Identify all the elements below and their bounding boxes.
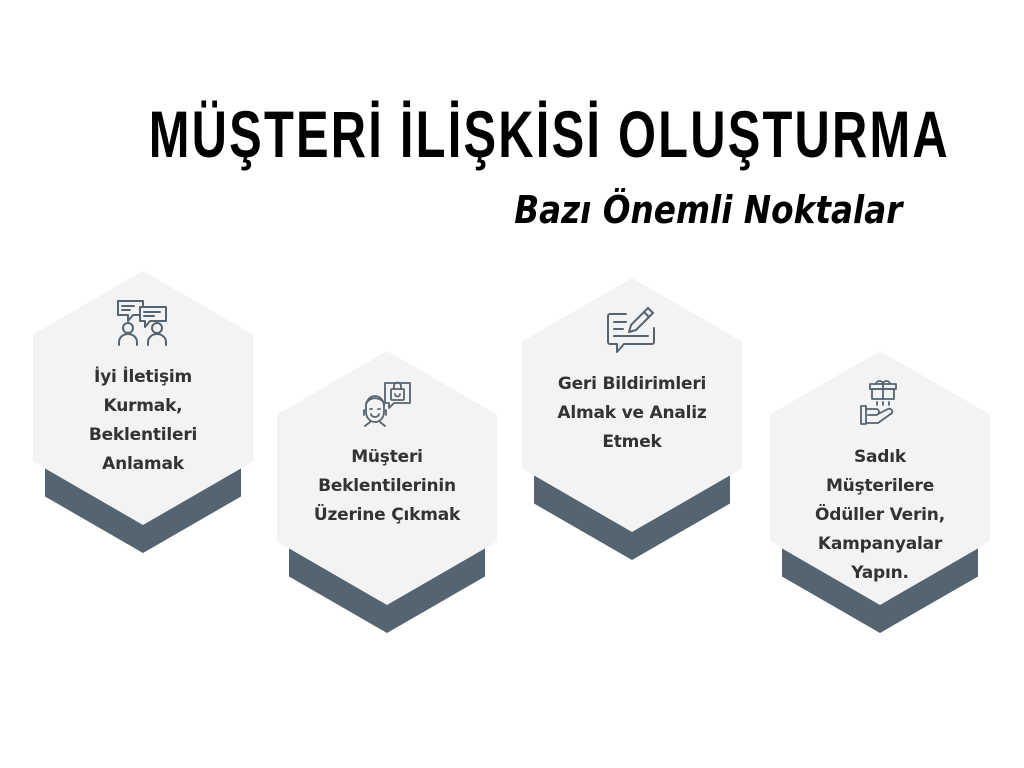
card-2-line-1: Müşteri xyxy=(351,447,423,467)
card-1-hexagon xyxy=(33,271,253,553)
card-1-line-3: Beklentileri xyxy=(88,425,198,445)
card-1-text: İyi İletişim Kurmak, Beklentileri Anlama… xyxy=(43,363,243,479)
card-4-line-4: Kampanyalar xyxy=(817,534,943,554)
feedback-edit-icon xyxy=(607,307,655,353)
card-4-hexagon-fill xyxy=(770,351,990,605)
page-title: MÜŞTERİ İLİŞKİSİ OLUŞTURMA xyxy=(0,94,1024,174)
card-1-line-2: Kurmak, xyxy=(103,396,183,416)
card-2-text: Müşteri Beklentilerinin Üzerine Çıkmak xyxy=(287,443,487,530)
card-3-line-2: Almak ve Analiz xyxy=(557,403,707,423)
gift-hand-icon xyxy=(860,380,897,425)
card-1-line-4: Anlamak xyxy=(102,454,184,474)
card-3-text: Geri Bildirimleri Almak ve Analiz Etmek xyxy=(532,370,732,457)
card-3-hexagon xyxy=(522,278,742,560)
page-subtitle: Bazı Önemli Noktalar xyxy=(513,188,902,232)
card-3-line-3: Etmek xyxy=(602,432,662,452)
card-3-hexagon-fill xyxy=(522,278,742,532)
card-4-line-5: Yapın. xyxy=(851,563,909,583)
card-2-hexagon-fill xyxy=(277,351,497,605)
card-4-line-3: Ödüller Verin, xyxy=(815,505,945,525)
card-2-line-2: Beklentilerinin xyxy=(318,476,456,496)
page-title-text: MÜŞTERİ İLİŞKİSİ OLUŞTURMA xyxy=(148,97,950,171)
conversation-people-icon xyxy=(117,300,167,346)
card-1-line-1: İyi İletişim xyxy=(93,367,193,387)
card-2-hexagon xyxy=(277,351,497,633)
card-3-line-1: Geri Bildirimleri xyxy=(557,374,707,394)
card-4-hexagon xyxy=(770,351,990,633)
card-4-line-1: Sadık xyxy=(853,447,907,467)
card-1-hexagon-fill xyxy=(33,271,253,525)
card-2-line-3: Üzerine Çıkmak xyxy=(313,505,461,525)
customer-shopping-bag-icon xyxy=(363,381,411,427)
card-4-line-2: Müşterilere xyxy=(825,476,935,496)
card-4-text: Sadık Müşterilere Ödüller Verin, Kampany… xyxy=(780,443,980,588)
